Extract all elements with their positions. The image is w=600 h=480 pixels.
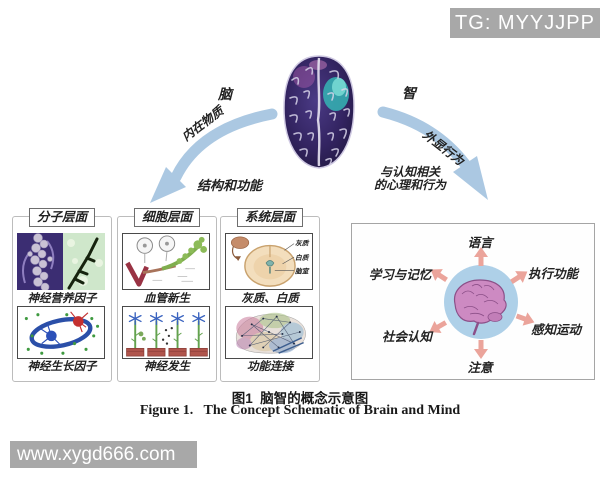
caption-chinese: 图1 脑智的概念示意图: [231, 391, 369, 406]
arrow-lower-left-icon: [429, 320, 448, 334]
neurogenesis-label: 神经发生: [144, 361, 190, 373]
left-flow-arrowhead-icon: [150, 167, 186, 203]
neurotrophic-factor-image: [17, 233, 105, 290]
cognition-related-label: 与认知相关 的心理和行为: [374, 166, 446, 192]
right-flow-arrowhead-icon: [453, 156, 488, 200]
flow-arrows: [150, 106, 488, 203]
telegram-watermark: TG: MYYJJPP: [450, 8, 600, 38]
panel-system-level: 系统层面 灰质 白质 脑室 灰质、白质: [220, 208, 320, 382]
functional-connectivity-image: [225, 306, 313, 359]
top-brain-image: [260, 50, 380, 175]
sensorimotor-label: 感知运动: [530, 323, 581, 337]
arrow-up-icon: [474, 247, 488, 266]
system-level-header: 系统层面: [236, 208, 304, 227]
functional-connectivity-label: 功能连接: [247, 361, 293, 373]
learning-memory-label: 学习与记忆: [368, 268, 432, 282]
function-arrows: [429, 247, 535, 359]
gray-white-matter-label: 灰质、白质: [241, 293, 299, 305]
arrow-lower-right-icon: [515, 312, 535, 326]
angiogenesis-label: 血管新生: [144, 293, 190, 305]
gray-white-matter-image: 灰质 白质 脑室: [225, 233, 313, 290]
arrow-upper-left-icon: [430, 269, 448, 282]
nerve-growth-factor-label: 神经生长因子: [27, 361, 97, 373]
attention-label: 注意: [467, 361, 493, 375]
angiogenesis-image: [122, 233, 210, 290]
cognition-related-line1: 与认知相关: [380, 165, 441, 179]
arrow-down-icon: [474, 340, 488, 359]
right-flow-arrow-body: [377, 106, 471, 170]
nerve-growth-factor-image: [17, 306, 105, 359]
molecular-level-header: 分子层面: [28, 208, 96, 227]
galaxy-brain-icon: [283, 55, 355, 169]
neurotrophic-factor-label: 神经营养因子: [27, 293, 97, 305]
social-cognition-label: 社会认知: [381, 330, 432, 344]
language-label: 语言: [467, 236, 493, 250]
mind-label: 智: [402, 85, 416, 101]
executive-function-label: 执行功能: [527, 267, 578, 281]
white-matter-annotation: 白质: [295, 254, 310, 262]
brain-label: 脑: [218, 86, 232, 102]
functions-panel: [351, 223, 595, 380]
functions-panel-graphic: [429, 247, 535, 359]
panel-molecular-level: 分子层面 神经营养因子: [12, 208, 112, 382]
website-watermark-text: www.xygd666.com: [17, 443, 176, 465]
left-flow-arrow-body: [170, 108, 278, 183]
gray-matter-annotation: 灰质: [295, 240, 310, 248]
ventricle-annotation: 脑室: [294, 268, 310, 276]
arrow-upper-right-icon: [510, 271, 528, 284]
cognition-related-line2: 的心理和行为: [374, 178, 447, 192]
cellular-level-header: 细胞层面: [133, 208, 201, 227]
pink-brain-icon: [453, 279, 507, 336]
neurogenesis-image: [122, 306, 210, 359]
structure-function-label: 结构和功能: [197, 178, 263, 193]
panel-cellular-level: 细胞层面 血管新生: [117, 208, 217, 382]
telegram-watermark-text: TG: MYYJJPP: [455, 11, 595, 34]
website-watermark: www.xygd666.com: [10, 441, 197, 468]
caption-english: Figure 1. The Concept Schematic of Brain…: [139, 403, 461, 418]
